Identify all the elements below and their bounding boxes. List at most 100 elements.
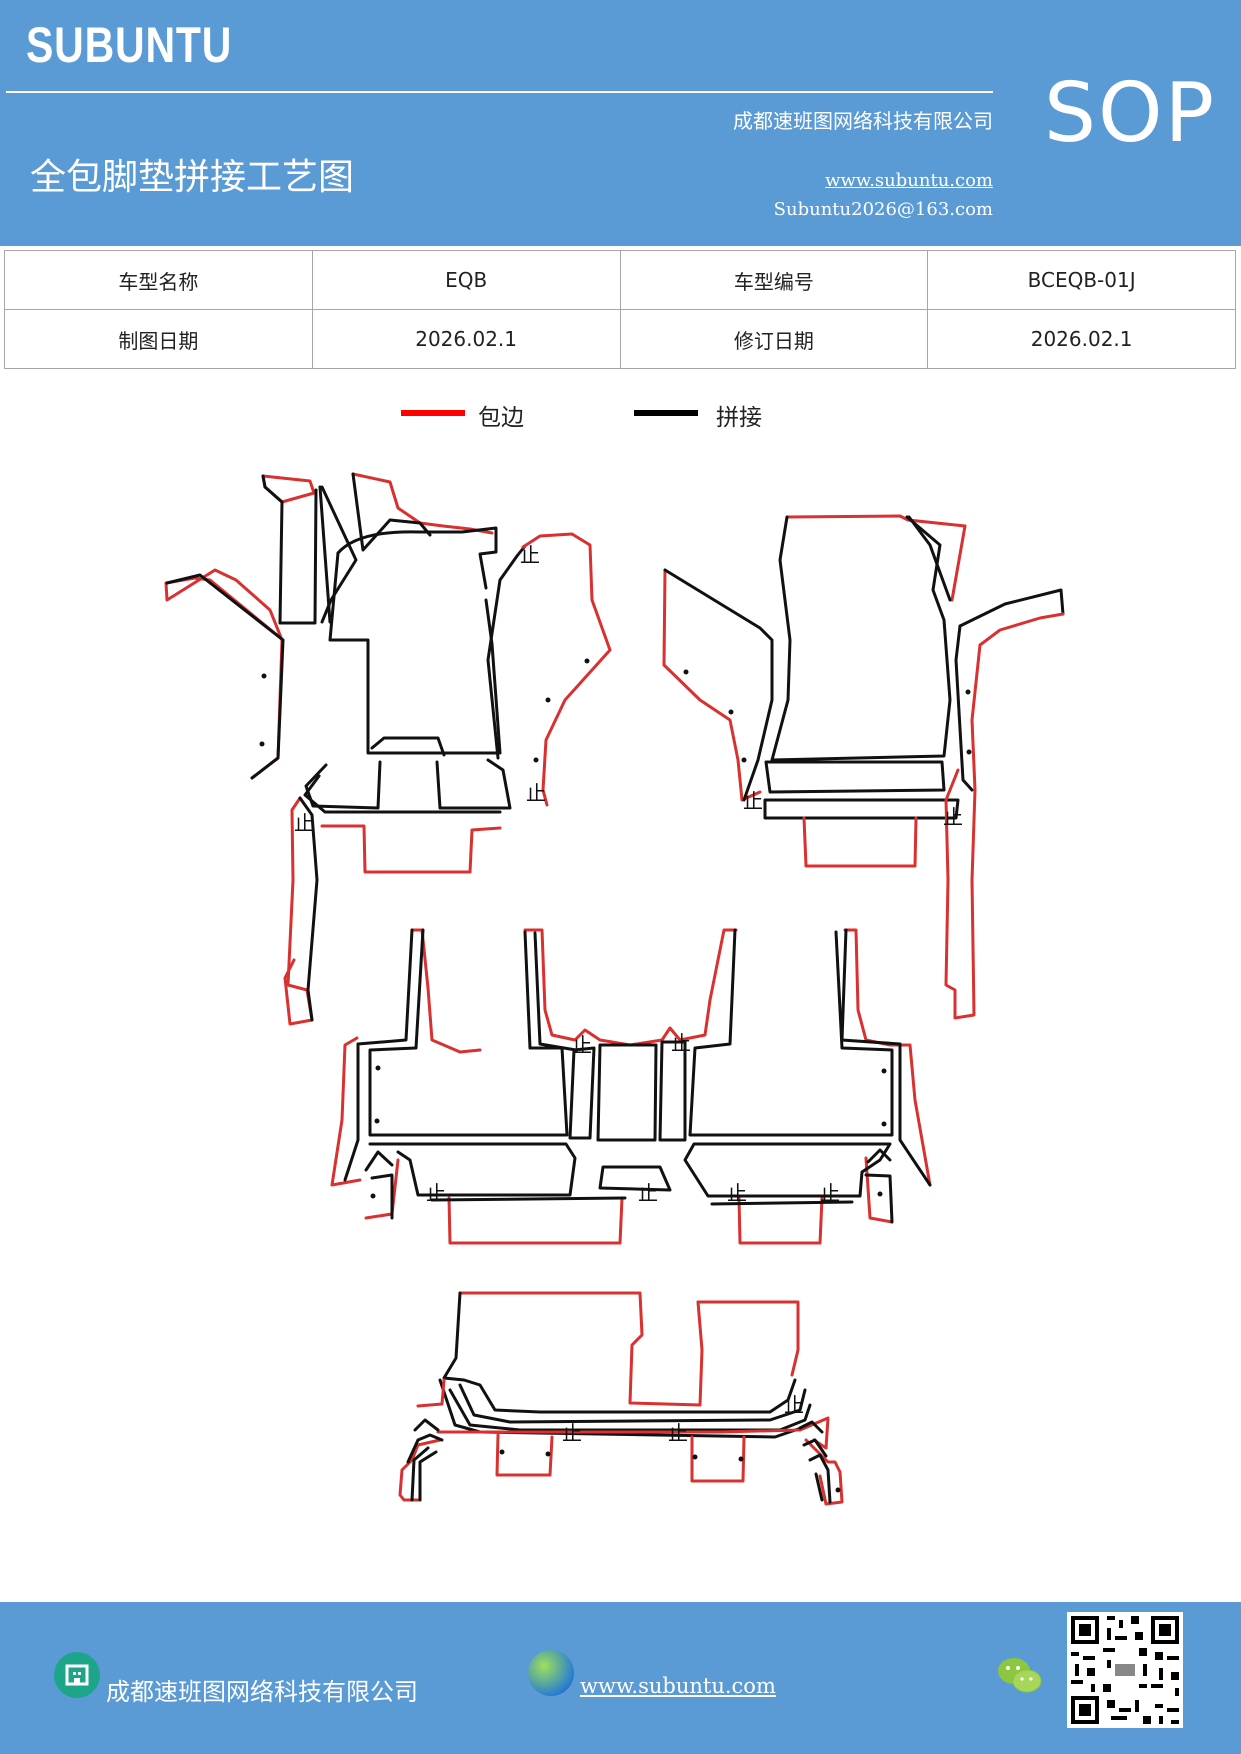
draw-date-value: 2026.02.1 xyxy=(311,309,621,369)
fixing-hole xyxy=(545,697,551,703)
edge-outline xyxy=(436,1416,830,1450)
header-banner: SUBUNTU 成都速班图网络科技有限公司 全包脚垫拼接工艺图 www.subu… xyxy=(0,0,1241,246)
fixing-hole xyxy=(370,1193,376,1199)
model-name-value: EQB xyxy=(311,250,621,310)
stop-mark: 止 xyxy=(943,805,963,829)
sop-badge: SOP xyxy=(1044,66,1217,161)
edge-line-swatch xyxy=(401,410,465,416)
edge-outline xyxy=(662,568,762,802)
splice-line-swatch xyxy=(634,410,698,416)
edge-outline xyxy=(458,1291,800,1407)
second-row-mat: 止 止 止 止 止 止 xyxy=(330,928,932,1245)
stop-mark: 止 xyxy=(294,811,314,835)
edge-outline xyxy=(802,816,918,868)
revise-date-value: 2026.02.1 xyxy=(927,309,1236,369)
front-left-mat: 止 止 止 xyxy=(164,472,612,1026)
splice-seam xyxy=(304,760,382,810)
fixing-hole xyxy=(728,709,734,715)
model-code-label: 车型编号 xyxy=(619,250,929,310)
fixing-hole xyxy=(738,1456,744,1462)
stop-mark: 止 xyxy=(668,1421,688,1445)
splice-seam xyxy=(458,1383,807,1424)
splice-seam xyxy=(318,485,332,624)
splice-seam xyxy=(370,1173,394,1220)
wechat-icon[interactable] xyxy=(996,1654,1044,1698)
edge-outline xyxy=(320,824,502,874)
revise-date-label: 修订日期 xyxy=(619,309,929,369)
contact-email[interactable]: Subuntu2026@163.com xyxy=(773,199,993,220)
edge-outline xyxy=(523,928,738,1047)
qr-code xyxy=(1067,1612,1183,1728)
splice-seam xyxy=(866,1148,892,1164)
brand-logo: SUBUNTU xyxy=(26,17,233,73)
fixing-hole xyxy=(499,1449,505,1455)
info-table: 车型名称 EQB 车型编号 BCEQB-01J 制图日期 2026.02.1 修… xyxy=(4,250,1236,369)
building-icon xyxy=(54,1652,100,1698)
fixing-hole xyxy=(375,1065,381,1071)
fixing-hole xyxy=(966,749,972,755)
splice-seam xyxy=(336,526,498,590)
fixing-hole xyxy=(259,741,265,747)
stop-mark: 止 xyxy=(727,1181,747,1205)
splice-legend-label: 拼接 xyxy=(716,405,762,431)
splice-seam xyxy=(370,736,446,757)
stop-mark: 止 xyxy=(784,1393,804,1417)
fixing-hole xyxy=(261,673,267,679)
splice-seam xyxy=(442,1291,797,1414)
stop-mark: 止 xyxy=(638,1181,658,1205)
edge-outline xyxy=(804,1438,844,1506)
splice-seam xyxy=(770,515,952,762)
splice-seam xyxy=(533,931,578,1052)
splice-seam xyxy=(368,928,569,1137)
splice-seam xyxy=(598,1165,672,1192)
edge-outline xyxy=(261,474,316,504)
edge-outline xyxy=(330,1036,362,1187)
splice-seam xyxy=(568,1046,596,1140)
footer-website-link[interactable]: www.subuntu.com xyxy=(580,1674,776,1698)
stop-mark: 止 xyxy=(426,1181,446,1205)
website-link[interactable]: www.subuntu.com xyxy=(825,170,993,191)
splice-seam xyxy=(808,1453,832,1504)
fixing-hole xyxy=(584,658,590,664)
table-row: 车型名称 EQB 车型编号 BCEQB-01J xyxy=(4,250,1236,310)
edge-outline xyxy=(410,928,482,1054)
fixing-hole xyxy=(533,757,539,763)
model-code-value: BCEQB-01J xyxy=(927,250,1236,310)
edge-legend-label: 包边 xyxy=(478,405,524,431)
fixing-hole xyxy=(965,689,971,695)
splice-seam xyxy=(261,474,318,625)
splice-seam xyxy=(410,1446,430,1502)
edge-outline xyxy=(864,1156,894,1224)
globe-icon xyxy=(528,1650,574,1696)
edge-outline xyxy=(495,1433,554,1477)
splice-seam xyxy=(430,1196,627,1202)
stop-mark: 止 xyxy=(820,1181,840,1205)
splice-seam xyxy=(486,544,527,760)
floor-mat-diagram: 止 止 止 止 止 xyxy=(164,472,1065,1506)
splice-seam xyxy=(683,1142,892,1198)
fixing-hole xyxy=(835,1487,841,1493)
fixing-hole xyxy=(877,1191,883,1197)
splice-seam xyxy=(763,798,960,820)
footer-banner: 成都速班图网络科技有限公司 www.subuntu.com xyxy=(0,1602,1241,1754)
splice-seam xyxy=(351,472,432,552)
edge-outline xyxy=(521,532,612,807)
splice-seam xyxy=(663,568,774,802)
splice-seam xyxy=(802,1438,828,1458)
splice-seam xyxy=(688,928,894,1137)
splice-seam xyxy=(798,1420,824,1434)
splice-seam xyxy=(907,515,952,602)
splice-seam xyxy=(303,774,502,814)
splice-seam xyxy=(165,573,285,780)
model-name-label: 车型名称 xyxy=(4,250,313,310)
splice-seam xyxy=(328,551,502,755)
third-row-mat: 止 止 止 xyxy=(398,1291,844,1506)
stop-mark: 止 xyxy=(671,1031,691,1055)
company-name: 成都速班图网络科技有限公司 xyxy=(733,109,993,133)
fixing-hole xyxy=(374,1118,380,1124)
fixing-hole xyxy=(692,1454,698,1460)
splice-seam xyxy=(764,760,946,794)
splice-seam xyxy=(840,928,932,1187)
splice-seam xyxy=(343,928,414,1182)
stop-mark: 止 xyxy=(520,543,540,567)
